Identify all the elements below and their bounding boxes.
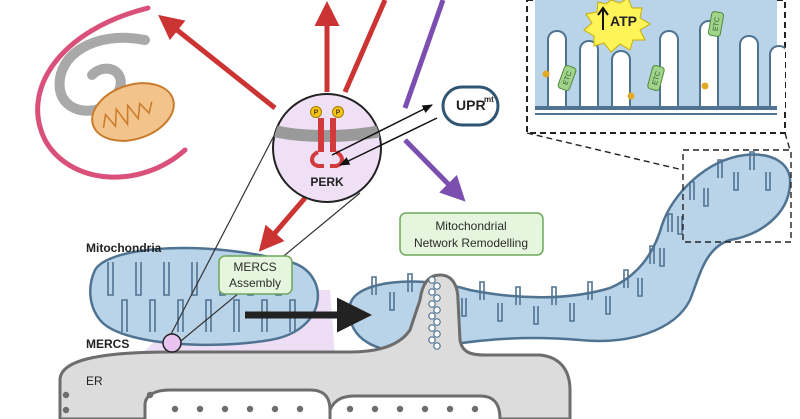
tether-bead (433, 306, 441, 314)
ribosome-dot (296, 405, 304, 413)
ribosome-dot (146, 391, 154, 399)
mercs-assembly-box: MERCS Assembly (218, 255, 293, 295)
mercs-tether-beads (428, 276, 441, 350)
crista-fold (769, 45, 785, 108)
ribosome-dot (421, 405, 429, 413)
cell-inner-membrane (54, 32, 150, 116)
crista-fold (579, 40, 599, 108)
endoplasmic-reticulum (58, 273, 572, 419)
tether-bead (428, 312, 436, 320)
tether-bead (428, 276, 436, 284)
ribosome-dot (471, 405, 479, 413)
cell-membrane-arc (35, 5, 188, 180)
tether-bead (433, 282, 441, 290)
ribosome-dot (346, 405, 354, 413)
etc-complex-icon: ETC (647, 65, 665, 91)
tether-bead (428, 300, 436, 308)
atp-label: ATP (610, 13, 637, 29)
crista-fold (739, 35, 759, 108)
network-remodelling-box: Mitochondrial Network Remodelling (399, 212, 544, 256)
ribosome-dot (62, 391, 70, 399)
tether-bead (428, 336, 436, 344)
ribosome-dot (446, 405, 454, 413)
phosphate-left-label: P (314, 110, 319, 117)
perk-receptor-icon: P P (310, 106, 344, 168)
crista-fold (611, 50, 631, 108)
tether-bead (433, 294, 441, 302)
etc-label: ETC (652, 71, 662, 86)
remodelling-line2: Network Remodelling (414, 236, 528, 250)
tether-bead (433, 342, 441, 350)
cristae-inset: ETC ETC ETC ATP (526, 0, 786, 134)
phosphate-right-icon (332, 106, 344, 118)
mercs-assembly-line1: MERCS (233, 260, 276, 274)
red-arrows (158, 0, 388, 252)
tether-bead (428, 324, 436, 332)
phosphate-left-icon (310, 106, 322, 118)
mercs-label: MERCS (86, 337, 129, 351)
ribosome-dot (221, 405, 229, 413)
mercs-contact-point (162, 333, 182, 353)
remodelling-line1: Mitochondrial (435, 219, 506, 233)
ribosome-dot (371, 405, 379, 413)
arrow-to-cell (158, 14, 277, 110)
tether-bead (433, 330, 441, 338)
tether-bead (433, 318, 441, 326)
crista-fold (659, 30, 679, 108)
phosphate-right-label: P (336, 110, 341, 117)
etc-label: ETC (712, 17, 721, 32)
uprmt-label: UPR (456, 97, 486, 113)
ribosome-dot (246, 405, 254, 413)
tether-bead (428, 288, 436, 296)
uprmt-superscript: mt (484, 95, 494, 104)
arrow-to-mercs-assembly (258, 196, 307, 252)
arrow-up-2 (342, 0, 388, 93)
arrow-to-remodelling (403, 138, 466, 202)
ribosome-dot (171, 405, 179, 413)
inset-zoom-lines (526, 132, 792, 243)
right-mitochondrion-network (348, 151, 792, 353)
perk-label: PERK (310, 175, 344, 189)
ribosome-dot (271, 405, 279, 413)
small-mitochondrion-icon (91, 82, 175, 142)
perk-zoom-circle: P P PERK (272, 93, 382, 203)
etc-complex-icon: ETC (557, 65, 577, 91)
ribosome-dot (62, 406, 70, 414)
perk-uprmt-arrows (331, 104, 438, 166)
ribosome-dot (196, 405, 204, 413)
atp-burst-icon: ATP (583, 0, 651, 53)
etc-complex-icon: ETC (707, 11, 725, 37)
etc-label: ETC (562, 71, 573, 87)
purple-arrows (402, 0, 466, 202)
uprmt-node: UPR mt (441, 85, 500, 127)
arrow-purple-up (402, 0, 446, 109)
mitochondria-label: Mitochondria (86, 241, 162, 255)
mercs-assembly-line2: Assembly (229, 276, 281, 290)
er-label: ER (86, 374, 103, 388)
ribosome-dot (396, 405, 404, 413)
